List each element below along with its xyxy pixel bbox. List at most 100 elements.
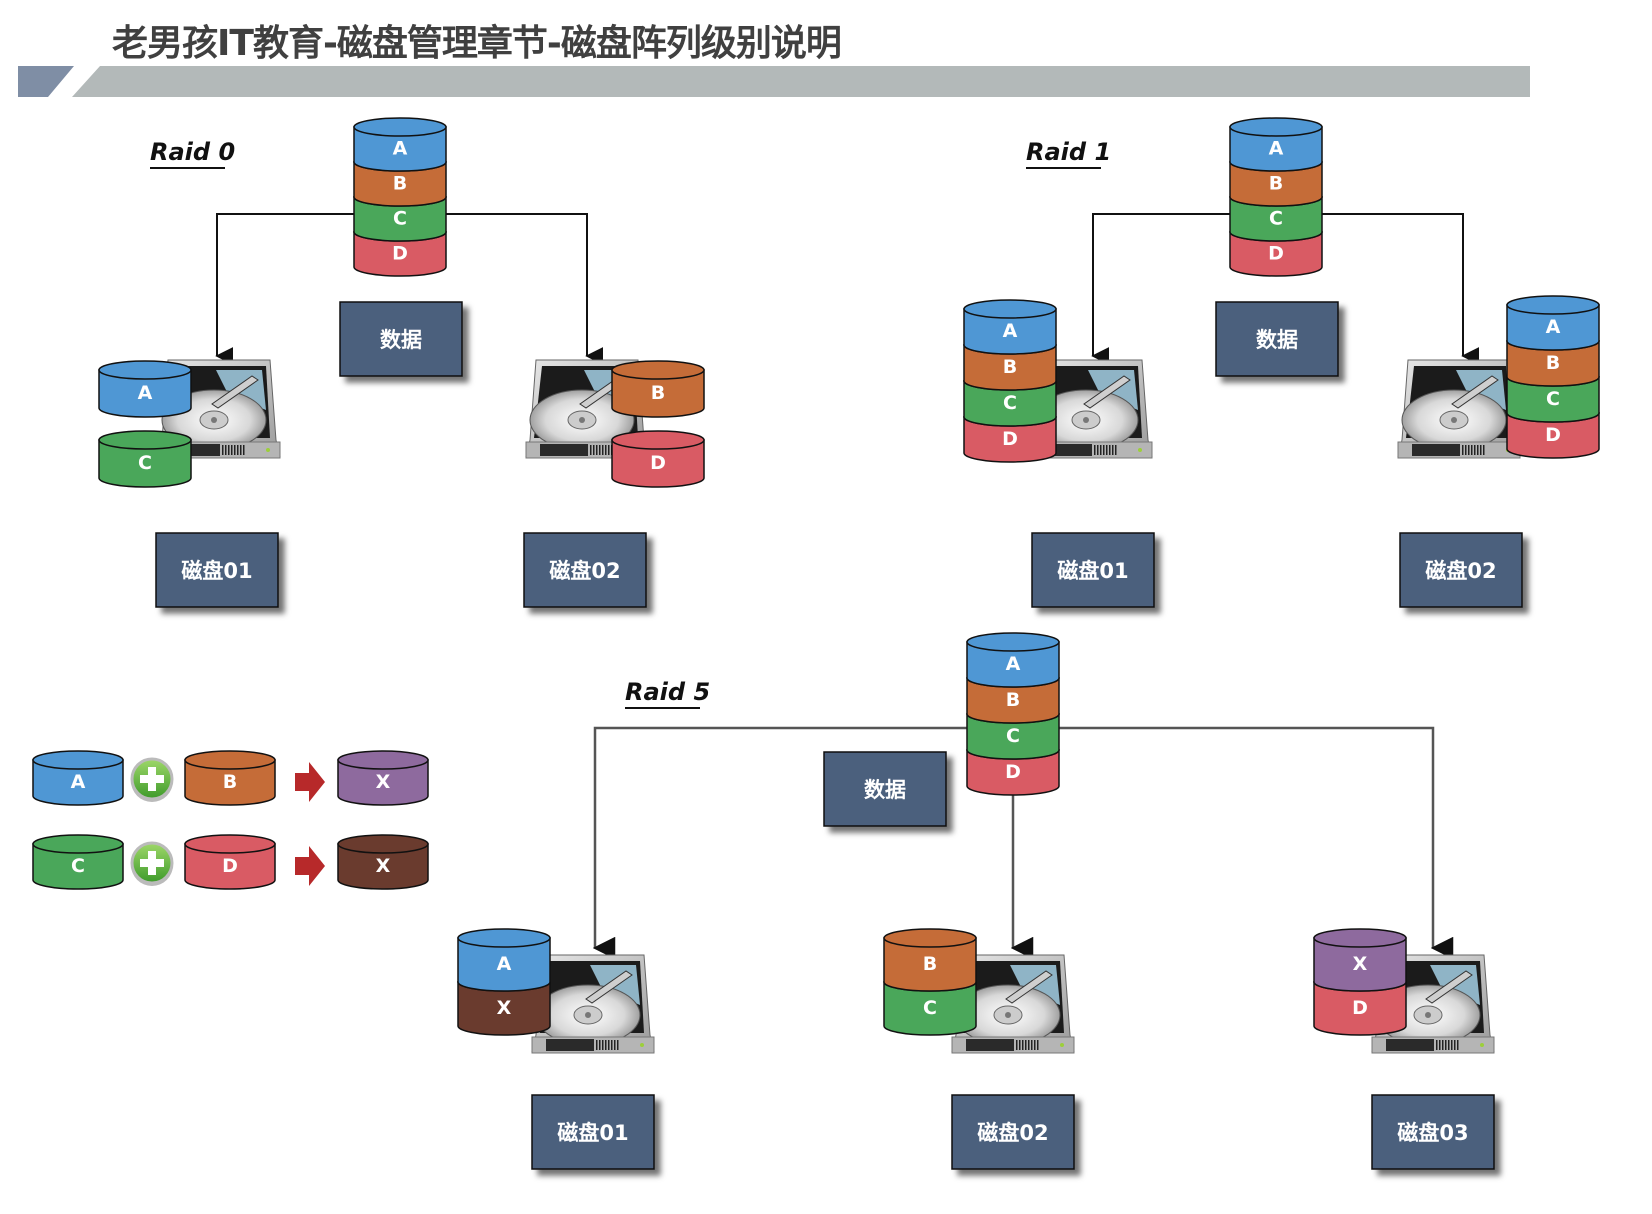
block-label-c: C <box>923 997 937 1019</box>
cylinder-segment-b <box>963 344 1057 391</box>
block-label-d: D <box>222 855 238 877</box>
block-label-d: D <box>392 243 408 265</box>
cylinder-segment-x <box>337 759 429 806</box>
cylinder-segment-d <box>184 843 276 890</box>
cylinder-segment-d <box>353 231 447 277</box>
cylinder-top <box>611 430 705 450</box>
block-label-d: D <box>650 452 666 474</box>
raid5-disk01-hdd-icon <box>531 954 655 1054</box>
cylinder-segment-b <box>184 759 276 806</box>
raid1-disk02-box: 磁盘02 <box>1399 532 1523 608</box>
cylinder-top <box>32 834 124 854</box>
raid0-data-box: 数据 <box>339 301 463 377</box>
cylinder-segment-a <box>966 641 1060 688</box>
block-label-b: B <box>1006 689 1020 711</box>
cylinder-top <box>184 834 276 854</box>
block-label-x: X <box>376 855 391 877</box>
parity-row1-arrow-icon <box>295 762 325 802</box>
cylinder-segment-b <box>966 677 1060 724</box>
raid0-arrow-left <box>215 213 355 365</box>
cylinder-top <box>963 299 1057 319</box>
cylinder-segment-b <box>611 369 705 418</box>
block-label-c: C <box>393 208 407 230</box>
led <box>1060 1043 1064 1047</box>
raid1-disk02-box-label: 磁盘02 <box>1425 559 1496 583</box>
parity-row2-plus-icon <box>130 841 174 886</box>
led <box>266 448 270 452</box>
cylinder-top <box>32 750 124 770</box>
cylinder-segment-b <box>883 937 977 992</box>
block-label-d: D <box>1002 428 1018 450</box>
parity-row2-result: X <box>337 834 429 890</box>
block-label-d: D <box>1545 424 1561 446</box>
page-title: 老男孩IT教育-磁盘管理章节-磁盘阵列级别说明 <box>112 23 842 64</box>
block-label-a: A <box>1546 316 1561 338</box>
cylinder-segment-a <box>1506 304 1600 351</box>
raid5-disk01-box-label: 磁盘01 <box>557 1121 628 1145</box>
cylinder-segment-d <box>966 749 1060 796</box>
raid1-data-box-label: 数据 <box>1256 328 1298 352</box>
raid5-disk02-stack: CB <box>883 928 977 1036</box>
block-label-x: X <box>376 771 391 793</box>
cylinder-segment-d <box>1229 231 1323 277</box>
block-label-x: X <box>497 997 512 1019</box>
raid5-title: Raid 5 <box>625 678 710 706</box>
led <box>1138 448 1142 452</box>
parity-row1-plus-icon <box>130 757 174 802</box>
raid1-disk02-hdd-icon <box>1397 359 1521 459</box>
block-label-b: B <box>1546 352 1560 374</box>
raid1-disk01-box: 磁盘01 <box>1031 532 1155 608</box>
raid5-disk03-box: 磁盘03 <box>1371 1094 1495 1170</box>
raid5-disk02-hdd-icon <box>951 954 1075 1054</box>
raid0-disk02-block-d: D <box>611 430 705 488</box>
raid0-arrow-right <box>445 213 604 365</box>
block-label-a: A <box>1269 138 1284 160</box>
raid0-data-box-label: 数据 <box>380 328 422 352</box>
raid0-title: Raid 0 <box>150 138 235 166</box>
cylinder-segment-c <box>98 439 192 488</box>
block-label-b: B <box>393 173 407 195</box>
block-label-d: D <box>1005 761 1021 783</box>
cylinder-segment-a <box>457 937 551 992</box>
cylinder-segment-d <box>1506 412 1600 459</box>
block-label-a: A <box>393 138 408 160</box>
cylinder-top <box>184 750 276 770</box>
cylinder-segment-a <box>353 126 447 172</box>
raid1-arrow-right <box>1320 213 1480 365</box>
banner-bar <box>72 66 1530 97</box>
block-label-d: D <box>1352 997 1368 1019</box>
cylinder-top <box>98 430 192 450</box>
raid5-disk02-box-label: 磁盘02 <box>977 1121 1048 1145</box>
raid1-arrow-left <box>1091 213 1232 365</box>
parity-row2-right: D <box>184 834 276 890</box>
parity-row1-left: A <box>32 750 124 806</box>
raid5-data-box-label: 数据 <box>864 778 906 802</box>
cylinder-top <box>337 750 429 770</box>
cylinder-segment-c <box>353 196 447 242</box>
raid1-disk01-hdd-icon <box>1029 359 1153 459</box>
banner-accent <box>18 66 74 97</box>
cylinder-segment-c <box>883 981 977 1036</box>
raid0-disk01-box: 磁盘01 <box>155 532 279 608</box>
cylinder-segment-d <box>611 439 705 488</box>
parity-row2-left: C <box>32 834 124 890</box>
block-label-x: X <box>1353 953 1368 975</box>
cylinder-segment-b <box>1506 340 1600 387</box>
cylinder-segment-a <box>32 759 124 806</box>
block-label-c: C <box>71 855 85 877</box>
led <box>640 1043 644 1047</box>
block-label-b: B <box>1003 356 1017 378</box>
cylinder-segment-c <box>1506 376 1600 423</box>
raid0-disk02-box-label: 磁盘02 <box>549 559 620 583</box>
header-banner <box>18 66 1530 97</box>
raid0-disk01-block-c: C <box>98 430 192 488</box>
cylinder-top <box>611 360 705 380</box>
raid5-disk03-box-label: 磁盘03 <box>1397 1121 1468 1145</box>
cylinder-segment-c <box>32 843 124 890</box>
cylinder-segment-b <box>1229 161 1323 207</box>
block-label-c: C <box>1003 392 1017 414</box>
block-label-a: A <box>497 953 512 975</box>
